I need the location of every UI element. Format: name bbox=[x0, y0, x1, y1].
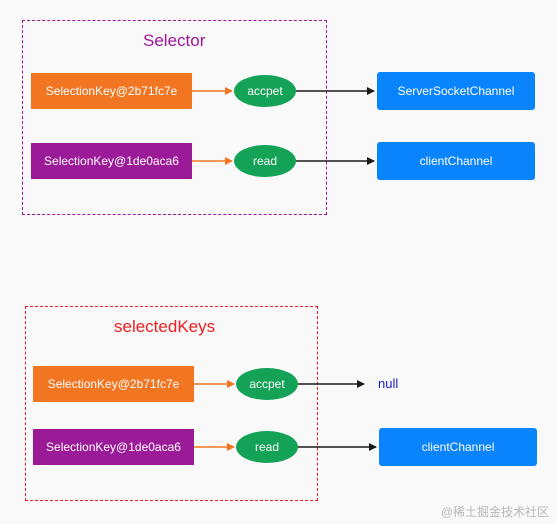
selector-group: Selector bbox=[22, 20, 327, 215]
read-op-node: read bbox=[236, 431, 298, 463]
watermark: @稀土掘金技术社区 bbox=[440, 505, 549, 519]
accept-op-node: accpet bbox=[234, 75, 296, 107]
accept-op-node: accpet bbox=[236, 368, 298, 400]
selected-keys-title: selectedKeys bbox=[114, 317, 216, 336]
selection-key-node: SelectionKey@1de0aca6 bbox=[31, 143, 192, 179]
selected-keys-group: selectedKeys bbox=[25, 306, 318, 501]
selection-key-node: SelectionKey@2b71fc7e bbox=[33, 366, 194, 402]
read-op-node: read bbox=[234, 145, 296, 177]
null-target-label: null bbox=[378, 376, 399, 391]
server-socket-channel-node: ServerSocketChannel bbox=[377, 72, 535, 110]
client-channel-node: clientChannel bbox=[377, 142, 535, 180]
selection-key-node: SelectionKey@1de0aca6 bbox=[33, 429, 194, 465]
client-channel-node: clientChannel bbox=[379, 428, 537, 466]
selection-key-node: SelectionKey@2b71fc7e bbox=[31, 73, 192, 109]
selector-title: Selector bbox=[143, 31, 206, 50]
